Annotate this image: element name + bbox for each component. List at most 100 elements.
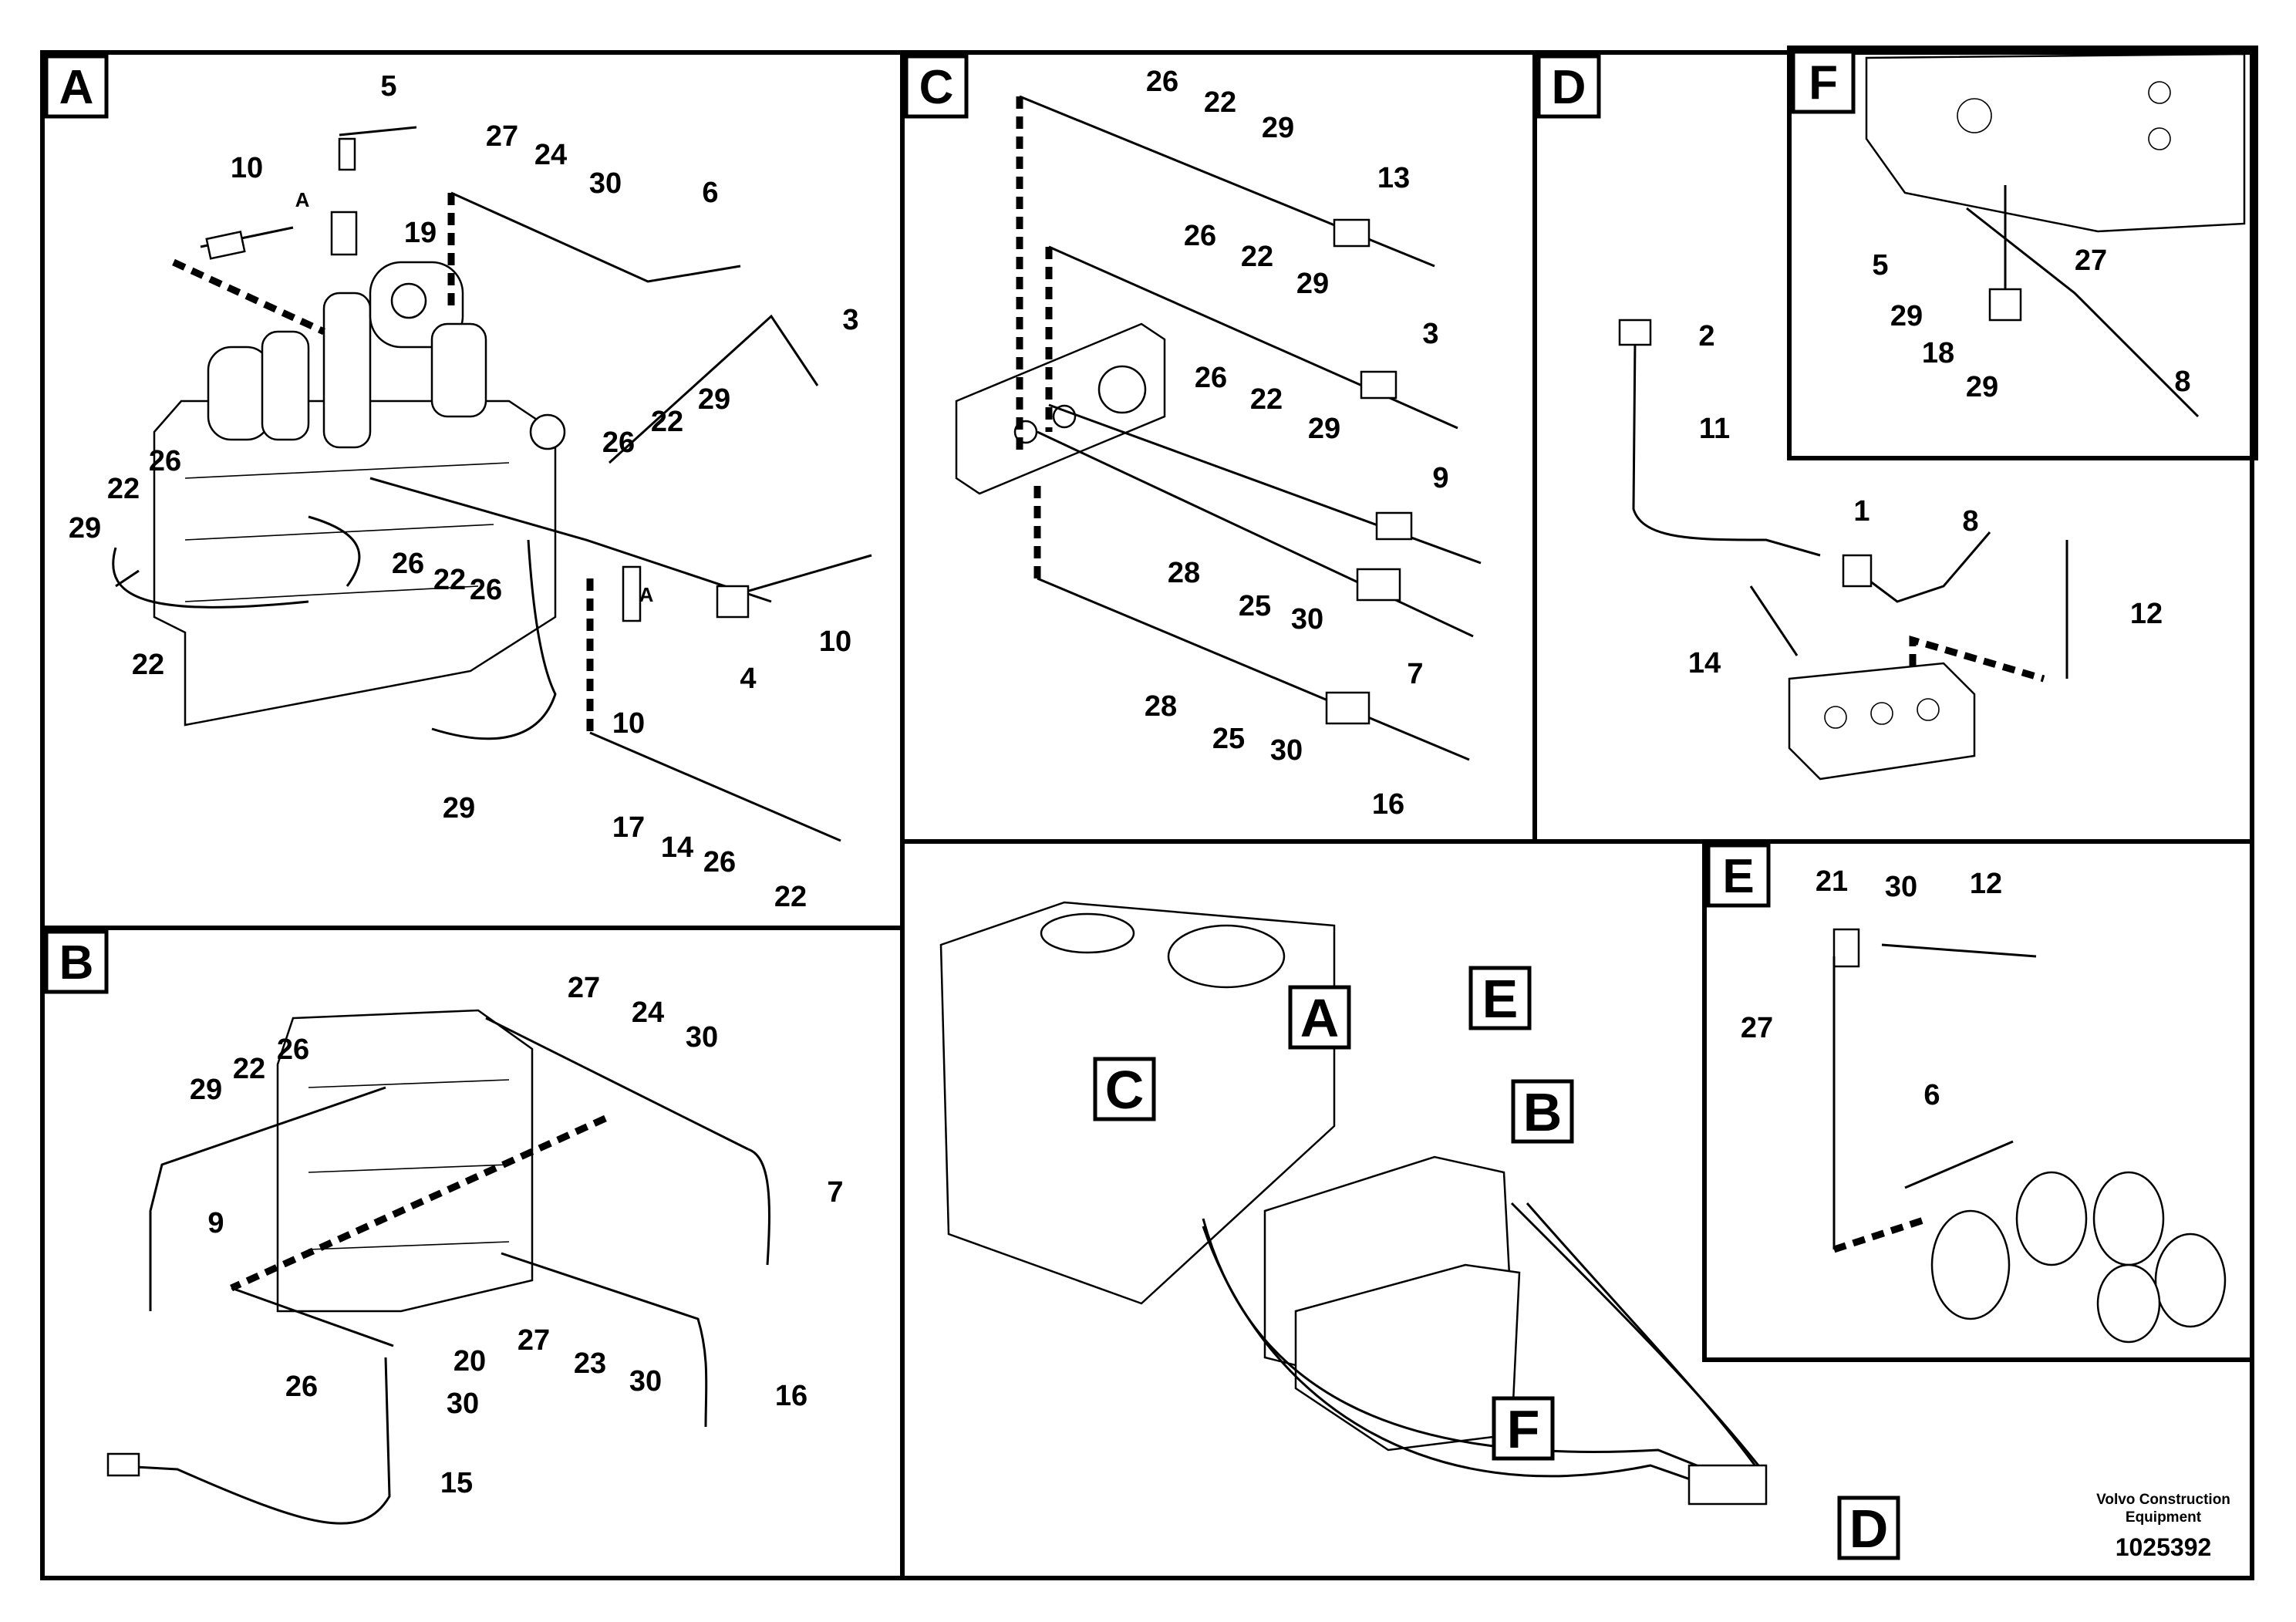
overview-labels: A E C B F D bbox=[1093, 966, 1900, 1560]
svg-text:F: F bbox=[1507, 1399, 1540, 1459]
callout-b-23: 23 bbox=[574, 1347, 606, 1380]
panel-f-label: F bbox=[1791, 49, 1856, 114]
callout-c-9: 9 bbox=[1432, 462, 1448, 494]
callout-a-30: 30 bbox=[589, 167, 622, 200]
callout-b-30b: 30 bbox=[629, 1365, 662, 1398]
callout-b-15: 15 bbox=[440, 1467, 473, 1499]
callout-b-9: 9 bbox=[207, 1207, 224, 1239]
panel-e-callouts: 21 30 12 27 6 bbox=[1741, 865, 2002, 1111]
callout-b-27: 27 bbox=[568, 972, 600, 1004]
callout-c-28b: 28 bbox=[1145, 690, 1177, 723]
callout-a-3: 3 bbox=[842, 304, 858, 336]
callout-a-13: 22 bbox=[774, 881, 807, 913]
svg-text:F: F bbox=[1809, 56, 1838, 110]
panel-a-callouts: 5 10 A 19 27 24 30 6 3 26 22 29 26 22 29… bbox=[69, 70, 859, 913]
panel-c-callouts: 26 22 29 13 26 22 29 3 26 22 29 9 28 25 … bbox=[1145, 66, 1449, 821]
panel-d-callouts: 2 11 1 8 14 12 bbox=[1688, 320, 2163, 679]
callout-f-29b: 29 bbox=[1966, 371, 1998, 403]
marker-a-top: A bbox=[295, 188, 310, 211]
callout-a-22c: 22 bbox=[433, 564, 466, 596]
callout-f-5: 5 bbox=[1872, 249, 1888, 282]
company-name-line1: Volvo Construction bbox=[2096, 1492, 2230, 1508]
panel-d-label: D bbox=[1536, 54, 1601, 119]
callout-d-11: 11 bbox=[1699, 413, 1730, 445]
callout-a-26: 26 bbox=[602, 427, 635, 459]
panel-c-label: C bbox=[904, 54, 969, 119]
panel-b-label: B bbox=[44, 929, 109, 994]
callout-c-30b: 30 bbox=[1270, 734, 1303, 767]
callout-d-14: 14 bbox=[1688, 647, 1721, 679]
panel-b-callouts: 27 24 30 29 22 26 9 7 27 23 30 20 30 26 … bbox=[190, 972, 844, 1499]
panel-c-drawing bbox=[955, 95, 1482, 761]
callout-c-13: 13 bbox=[1377, 162, 1410, 194]
callout-a-22d: 14 bbox=[661, 831, 693, 864]
callout-e-21: 21 bbox=[1816, 865, 1848, 898]
callout-b-30c: 30 bbox=[447, 1388, 479, 1420]
callout-f-8: 8 bbox=[2174, 366, 2190, 398]
panel-frames bbox=[40, 46, 2258, 1580]
panel-f-drawing bbox=[1865, 52, 2246, 418]
callout-b-20: 20 bbox=[453, 1345, 486, 1378]
document-number: 1025392 bbox=[2116, 1533, 2212, 1561]
callout-f-18: 18 bbox=[1922, 337, 1954, 369]
callout-a-22b: 22 bbox=[107, 473, 140, 505]
callout-a-29b: 29 bbox=[69, 512, 101, 545]
callout-f-27: 27 bbox=[2075, 244, 2107, 277]
footer: Volvo Construction Equipment 1025392 bbox=[2096, 1492, 2230, 1561]
panel-b-drawing bbox=[106, 1009, 770, 1525]
callout-c-29c: 29 bbox=[1308, 413, 1340, 445]
callout-a-26d: 17 bbox=[612, 811, 645, 844]
svg-text:A: A bbox=[59, 61, 94, 114]
panel-e-label: E bbox=[1706, 843, 1771, 908]
overview-drawing bbox=[939, 901, 1768, 1506]
callout-a-5: 5 bbox=[380, 70, 396, 103]
callout-c-25: 25 bbox=[1239, 590, 1271, 622]
svg-text:A: A bbox=[1300, 988, 1340, 1048]
callout-a-29c: 26 bbox=[470, 574, 502, 606]
callout-c-22c: 22 bbox=[1250, 383, 1283, 416]
callout-b-26: 26 bbox=[277, 1034, 309, 1066]
callout-c-29: 29 bbox=[1262, 112, 1294, 144]
callout-a-26b: 26 bbox=[149, 445, 181, 477]
callout-f-29: 29 bbox=[1890, 300, 1923, 332]
svg-text:B: B bbox=[59, 936, 94, 990]
callout-c-26c: 26 bbox=[1195, 362, 1227, 394]
callout-b-16: 16 bbox=[775, 1380, 807, 1412]
panel-f-callouts: 5 27 29 18 29 8 bbox=[1872, 244, 2190, 403]
callout-a-10: 10 bbox=[231, 152, 263, 184]
company-name-line2: Equipment bbox=[2126, 1509, 2202, 1526]
callout-e-30: 30 bbox=[1885, 871, 1917, 903]
callout-a-10c: 10 bbox=[612, 707, 645, 740]
callout-b-22: 22 bbox=[233, 1053, 265, 1085]
callout-b-24: 24 bbox=[632, 996, 664, 1029]
panel-a-drawing bbox=[112, 126, 872, 842]
callout-d-12: 12 bbox=[2130, 598, 2163, 630]
marker-a-bottom: A bbox=[639, 583, 654, 606]
svg-text:C: C bbox=[1105, 1060, 1145, 1120]
callout-d-1: 1 bbox=[1853, 495, 1870, 528]
callout-e-6: 6 bbox=[1923, 1079, 1940, 1111]
callout-c-28: 28 bbox=[1168, 557, 1200, 589]
callout-c-30: 30 bbox=[1291, 603, 1323, 636]
callout-c-26: 26 bbox=[1146, 66, 1178, 98]
panel-d-drawing bbox=[1618, 319, 2068, 781]
callout-a-4: 29 bbox=[443, 792, 475, 824]
panel-e-drawing bbox=[1832, 928, 2227, 1344]
callout-a-19: 19 bbox=[404, 217, 437, 249]
callout-a-14: 10 bbox=[819, 626, 851, 658]
callout-d-8: 8 bbox=[1962, 505, 1978, 538]
callout-e-27: 27 bbox=[1741, 1012, 1773, 1044]
svg-text:E: E bbox=[1482, 969, 1519, 1029]
callout-b-26b: 26 bbox=[285, 1371, 318, 1403]
panel-a-label: A bbox=[44, 54, 109, 119]
callout-a-24: 24 bbox=[534, 139, 567, 171]
callout-e-12: 12 bbox=[1970, 868, 2002, 900]
callout-b-27b: 27 bbox=[518, 1324, 550, 1357]
callout-b-30: 30 bbox=[686, 1021, 718, 1054]
callout-a-29d: 26 bbox=[703, 846, 736, 878]
callout-c-25b: 25 bbox=[1212, 723, 1245, 755]
callout-c-7: 7 bbox=[1407, 658, 1423, 690]
svg-text:B: B bbox=[1523, 1082, 1563, 1142]
callout-c-16: 16 bbox=[1372, 788, 1404, 821]
svg-text:E: E bbox=[1722, 850, 1754, 903]
